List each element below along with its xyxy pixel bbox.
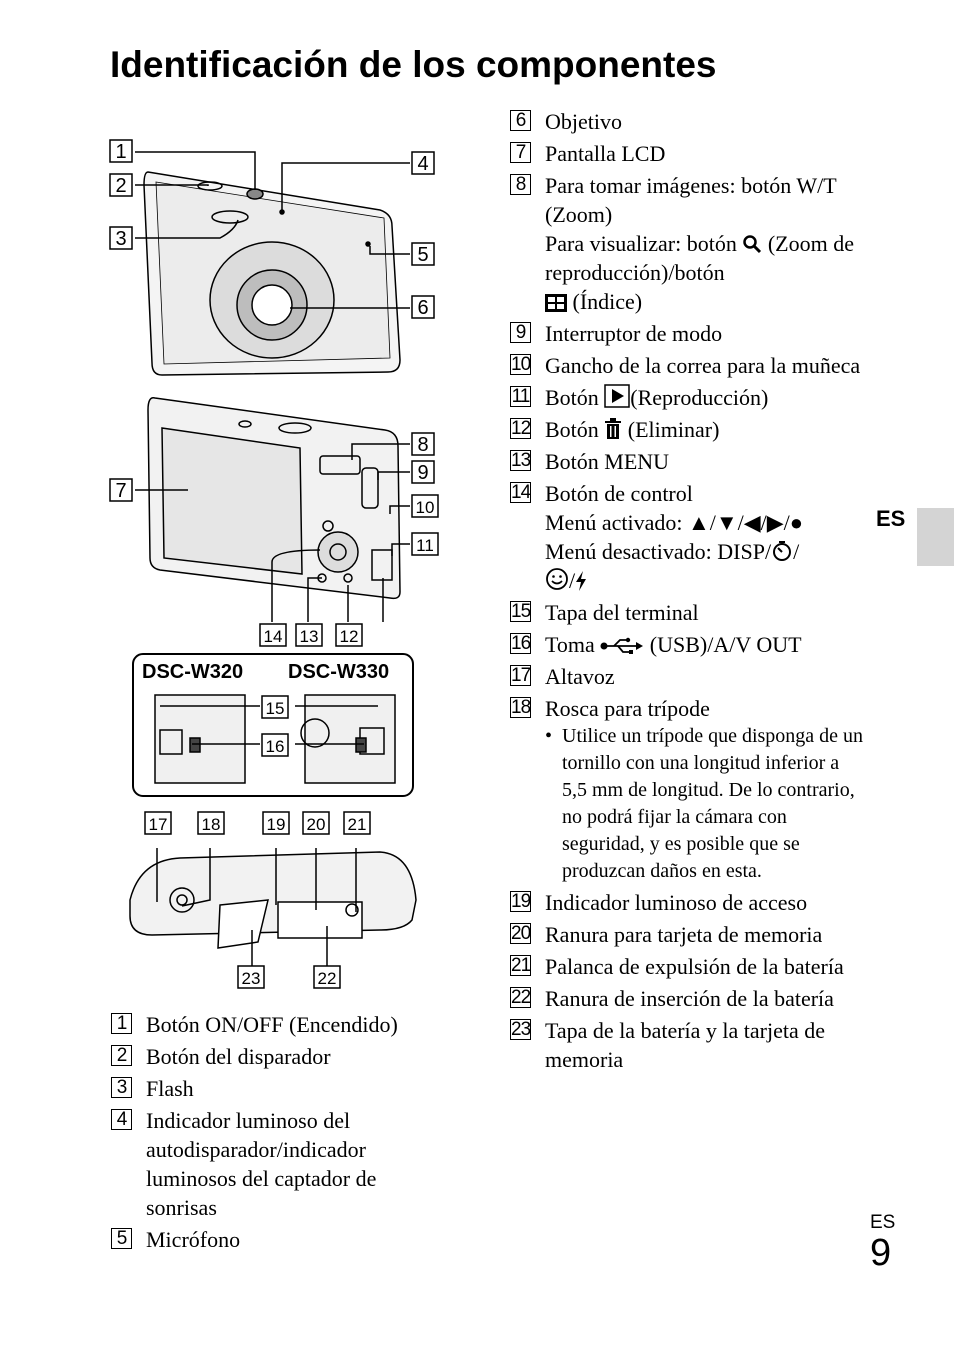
usb-icon [600,637,644,654]
svg-text:3: 3 [115,228,126,250]
callout-6: 6 [411,295,435,319]
svg-text:7: 7 [115,480,126,502]
callout-1: 1 [109,139,133,163]
camera-back-illustration [147,397,401,600]
callout-18: 18 [197,811,225,835]
callout-3: 3 [109,226,133,250]
callout-16: 16 [261,733,289,757]
svg-text:2: 2 [115,175,126,197]
trash-icon [605,418,622,439]
model-illustrations [154,694,396,784]
self-timer-icon [773,541,792,561]
callout-10: 10 [411,494,439,518]
tripod-note: Utilice un trípode que disponga de un to… [545,723,865,885]
svg-text:4: 4 [417,153,428,175]
flash-icon [576,571,587,591]
svg-text:5: 5 [417,244,428,266]
svg-text:15: 15 [266,699,285,718]
language-side-tab [917,508,954,566]
camera-diagram: 1 2 3 4 5 6 7 8 9 10 11 14 13 12 DSC-W32… [109,139,439,989]
svg-text:14: 14 [264,627,283,646]
callout-boxes: 1 2 3 4 5 6 7 8 9 10 11 14 13 12 DSC-W32… [109,139,439,989]
svg-text:10: 10 [416,498,435,517]
smile-shutter-icon [546,568,568,590]
camera-bottom-illustration [129,851,417,949]
svg-text:23: 23 [242,969,261,988]
page-number: 9 [870,1232,892,1274]
svg-text:17: 17 [149,815,168,834]
svg-text:18: 18 [202,815,221,834]
callout-17: 17 [144,811,172,835]
svg-text:13: 13 [300,627,319,646]
callout-9: 9 [411,460,435,484]
svg-text:20: 20 [307,815,326,834]
callout-11: 11 [411,532,439,556]
zoom-magnifier-icon [743,235,762,254]
callout-2: 2 [109,173,133,197]
callout-23: 23 [237,965,265,989]
callout-7: 7 [109,478,133,502]
svg-text:22: 22 [318,969,337,988]
callout-4: 4 [411,151,435,175]
footer-language: ES [870,1212,896,1233]
callout-12: 12 [335,623,363,647]
svg-text:12: 12 [340,627,359,646]
svg-text:21: 21 [348,815,367,834]
svg-text:16: 16 [266,737,285,756]
playback-icon [604,384,631,408]
camera-front-illustration [143,171,401,376]
callout-20: 20 [302,811,330,835]
index-grid-icon [545,294,567,312]
model-label-w320: DSC-W320 [142,661,243,683]
language-tab-label: ES [876,506,906,531]
callout-15: 15 [261,695,289,719]
svg-text:9: 9 [417,462,428,484]
model-label-w330: DSC-W330 [288,661,389,683]
svg-text:1: 1 [115,141,126,163]
callout-14: 14 [259,623,287,647]
svg-text:8: 8 [417,434,428,456]
callout-19: 19 [262,811,290,835]
callout-8: 8 [411,432,435,456]
svg-text:19: 19 [267,815,286,834]
svg-text:6: 6 [417,297,428,319]
callout-13: 13 [295,623,323,647]
svg-text:11: 11 [416,536,434,555]
callout-21: 21 [343,811,371,835]
callout-22: 22 [313,965,341,989]
page-title: Identificación de los componentes [110,44,717,85]
callout-5: 5 [411,242,435,266]
